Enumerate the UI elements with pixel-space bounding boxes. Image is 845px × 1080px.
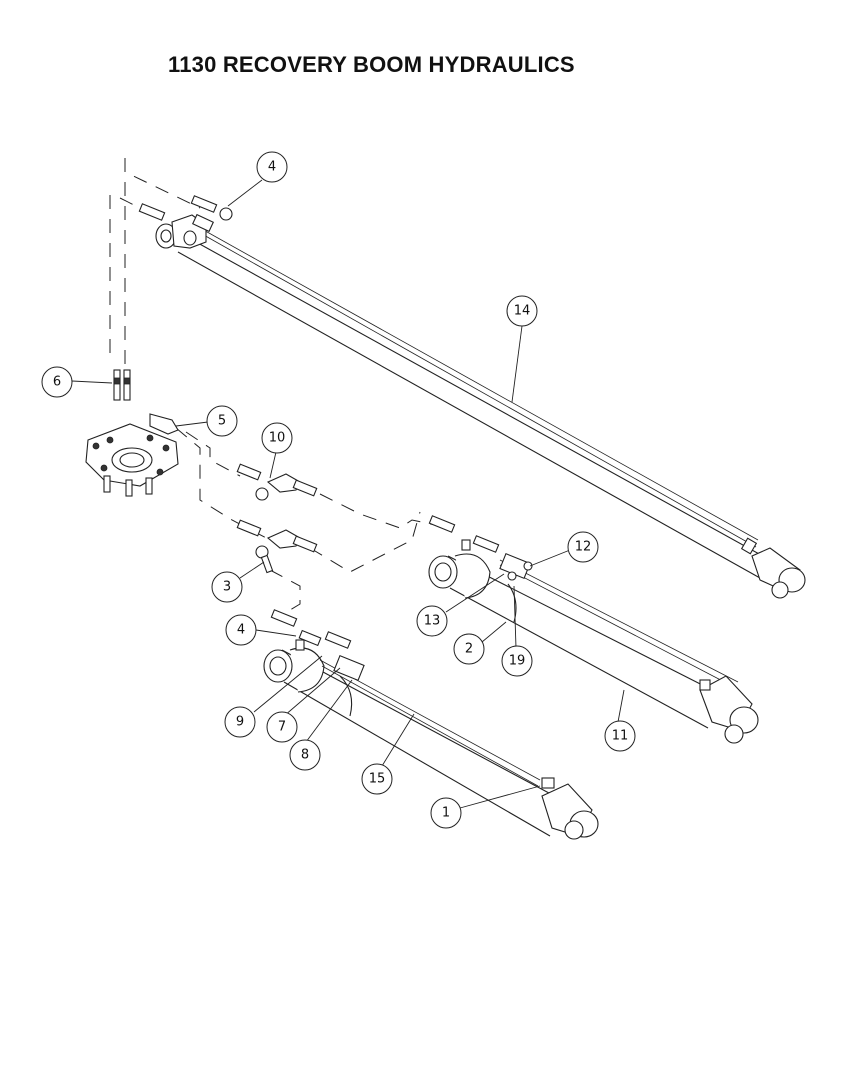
swivel-manifold (85, 423, 179, 497)
callout-7: 7 (266, 711, 298, 743)
callout-10: 10 (261, 422, 293, 454)
callout-4-top-label: 4 (268, 160, 276, 175)
callout-19-label: 19 (509, 654, 526, 669)
callout-8: 8 (289, 739, 321, 771)
callout-2: 2 (453, 633, 485, 665)
adapter-3 (236, 519, 318, 574)
callout-11-label: 11 (612, 729, 629, 744)
callout-9-label: 9 (236, 715, 244, 730)
callout-4-top: 4 (256, 151, 288, 183)
callout-12-label: 12 (575, 540, 592, 555)
callout-6-label: 6 (53, 375, 61, 390)
callout-7-label: 7 (278, 720, 286, 735)
cylinder-15 (263, 609, 599, 840)
cylinder-11 (428, 515, 759, 744)
page-title: 1130 RECOVERY BOOM HYDRAULICS (168, 52, 575, 77)
callout-4-mid: 4 (225, 614, 257, 646)
callout-9: 9 (224, 706, 256, 738)
callout-13: 13 (416, 605, 448, 637)
callout-5-label: 5 (218, 414, 226, 429)
callout-14: 14 (506, 295, 538, 327)
callout-12: 12 (567, 531, 599, 563)
callout-3: 3 (211, 571, 243, 603)
cylinder-14 (155, 213, 806, 599)
callout-10-label: 10 (269, 431, 286, 446)
leader-lines (71, 179, 625, 809)
callout-4-mid-label: 4 (237, 623, 245, 638)
callout-15-label: 15 (369, 772, 386, 787)
callout-3-label: 3 (223, 580, 231, 595)
fitting-group-top (138, 195, 233, 221)
fitting-6 (113, 369, 131, 401)
callout-6: 6 (41, 366, 73, 398)
callout-19: 19 (501, 645, 533, 677)
callout-11: 11 (604, 720, 636, 752)
hose-routing-dashed (109, 158, 441, 617)
callout-2-label: 2 (465, 642, 473, 657)
adapter-10 (236, 463, 318, 501)
callout-8-label: 8 (301, 748, 309, 763)
callout-14-label: 14 (514, 304, 531, 319)
callout-1-label: 1 (442, 806, 450, 821)
callout-1: 1 (430, 797, 462, 829)
callout-13-label: 13 (424, 614, 441, 629)
callout-15: 15 (361, 763, 393, 795)
callout-5: 5 (206, 405, 238, 437)
